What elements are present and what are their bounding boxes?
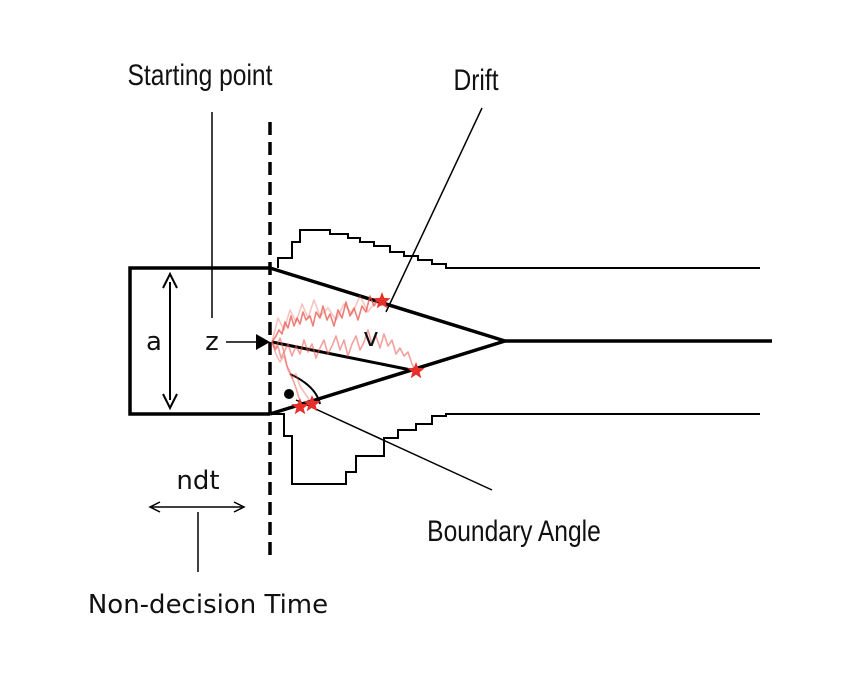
- boundary-angle-leader: [295, 399, 493, 491]
- a-label: a: [146, 327, 162, 357]
- top-rt-histogram: [277, 229, 760, 269]
- starting-point-label: Starting point: [128, 58, 273, 92]
- boundary-hit-star: [407, 362, 425, 379]
- upper-collapsing-boundary: [269, 266, 506, 343]
- a-arrow-head-down: [162, 393, 178, 411]
- trace-faint: [271, 295, 377, 343]
- trace-lower-2: [271, 341, 313, 407]
- trace-upper: [271, 295, 383, 343]
- angle-dot: [284, 389, 294, 399]
- boundary-hit-star: [291, 398, 309, 415]
- boundary-angle-arc: [289, 373, 321, 405]
- evidence-traces: [271, 295, 417, 407]
- lower-collapsing-boundary: [269, 339, 506, 416]
- trace-lower: [271, 341, 303, 407]
- drift-leader: [385, 107, 483, 313]
- non-decision-time-label: Non-decision Time: [88, 590, 328, 620]
- trace-middle: [271, 329, 417, 372]
- boundary-box-left: [128, 266, 270, 416]
- v-label: v: [363, 323, 378, 353]
- z-arrow-head: [256, 334, 270, 350]
- ndt-label: ndt: [176, 466, 219, 496]
- boundary-hit-star: [373, 292, 391, 309]
- boundary-angle-label: Boundary Angle: [427, 514, 601, 548]
- a-arrow-head-up: [162, 271, 178, 289]
- ndt-arrow-head-right: [233, 501, 246, 513]
- drift-label: Drift: [453, 63, 498, 97]
- ndt-arrow-head-left: [148, 501, 161, 513]
- bottom-rt-histogram: [270, 413, 760, 485]
- boundary-hit-star: [303, 395, 321, 412]
- z-label: z: [205, 327, 219, 357]
- boundary-hit-markers: [291, 292, 425, 415]
